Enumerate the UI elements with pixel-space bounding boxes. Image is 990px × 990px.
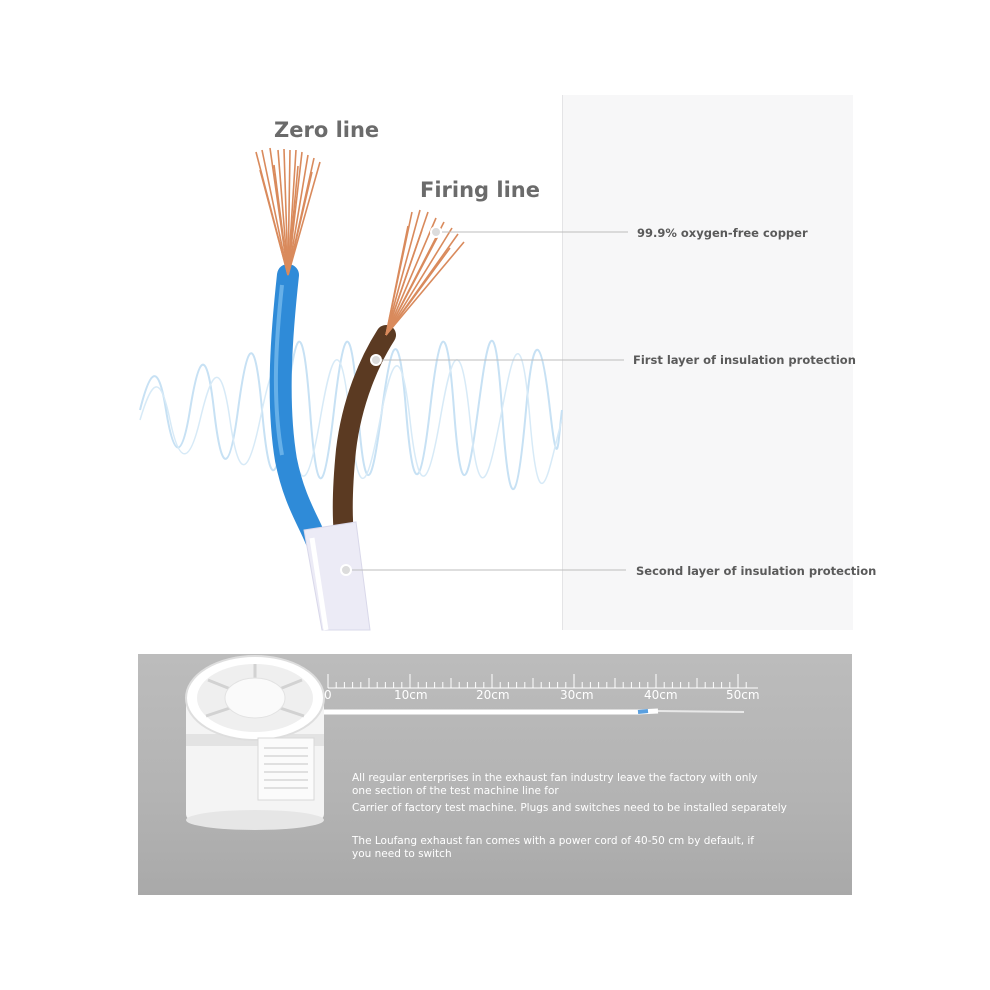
power-cord [324, 708, 659, 715]
fan-hub [224, 677, 286, 719]
fan-illustration [185, 655, 758, 830]
first-layer-label: First layer of insulation protection [633, 353, 856, 367]
note-line-3: Carrier of factory test machine. Plugs a… [352, 802, 787, 814]
ruler-mark-20: 20cm [476, 688, 510, 702]
ruler-ticks [327, 674, 747, 688]
wave-2 [139, 353, 563, 485]
fan-sticker [257, 737, 315, 801]
copper-strands-firing [385, 209, 465, 336]
fan-product-panel: 0 10cm 20cm 30cm 40cm 50cm All regular e… [138, 654, 852, 895]
note-line-4: The Loufang exhaust fan comes with a pow… [352, 835, 754, 847]
ruler-mark-50: 50cm [726, 688, 760, 702]
ruler-mark-30: 30cm [560, 688, 594, 702]
second-layer-label: Second layer of insulation protection [636, 564, 877, 578]
note-line-5: you need to switch [352, 848, 452, 860]
copper-strands-zero [255, 147, 321, 276]
first-layer-dot [370, 354, 382, 366]
firing-line-label: Firing line [420, 178, 540, 202]
second-layer-dot [340, 564, 352, 576]
blue-wire [269, 264, 327, 551]
ruler-mark-10: 10cm [394, 688, 428, 702]
copper-dot [430, 226, 442, 238]
note-line-1: All regular enterprises in the exhaust f… [352, 772, 758, 784]
note-line-2: one section of the test machine line for [352, 785, 559, 797]
zero-line-label: Zero line [274, 118, 380, 142]
copper-label: 99.9% oxygen-free copper [637, 226, 808, 240]
ruler-mark-40: 40cm [644, 688, 678, 702]
ruler-mark-0: 0 [324, 688, 332, 702]
brown-wire [332, 325, 396, 545]
label-panel-background [562, 95, 853, 630]
